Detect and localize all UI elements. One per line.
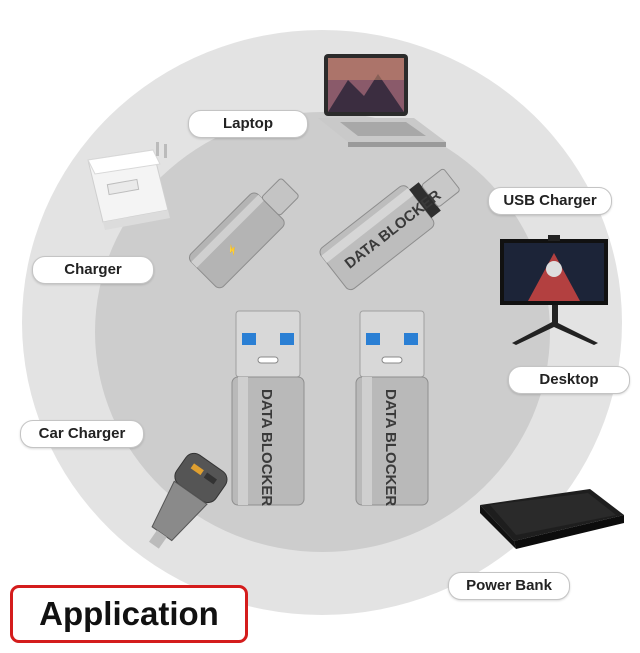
dongle-usbc-left: ⚡ [188, 178, 299, 289]
laptop-image [318, 54, 446, 147]
label-usb-charger: USB Charger [488, 187, 612, 215]
dongle-usba-right: DATA BLOCKER [355, 310, 429, 506]
car-charger-image [148, 452, 228, 549]
wall-charger-image [87, 142, 170, 230]
application-title: Application [10, 585, 248, 643]
dongle-usba-left: DATA BLOCKER [231, 310, 305, 506]
dongle-print-2: DATA BLOCKER [258, 389, 275, 506]
label-charger: Charger [32, 256, 154, 284]
inner-ring [95, 112, 550, 552]
power-bank-image [480, 489, 624, 549]
dongle-usbc-right: DATA BLOCKER [319, 168, 460, 291]
label-laptop: Laptop [188, 110, 308, 138]
label-desktop: Desktop [508, 366, 630, 394]
label-car-charger: Car Charger [20, 420, 144, 448]
dongle-print-3: DATA BLOCKER [382, 389, 399, 506]
desktop-monitor-image [500, 235, 608, 345]
label-power-bank: Power Bank [448, 572, 570, 600]
